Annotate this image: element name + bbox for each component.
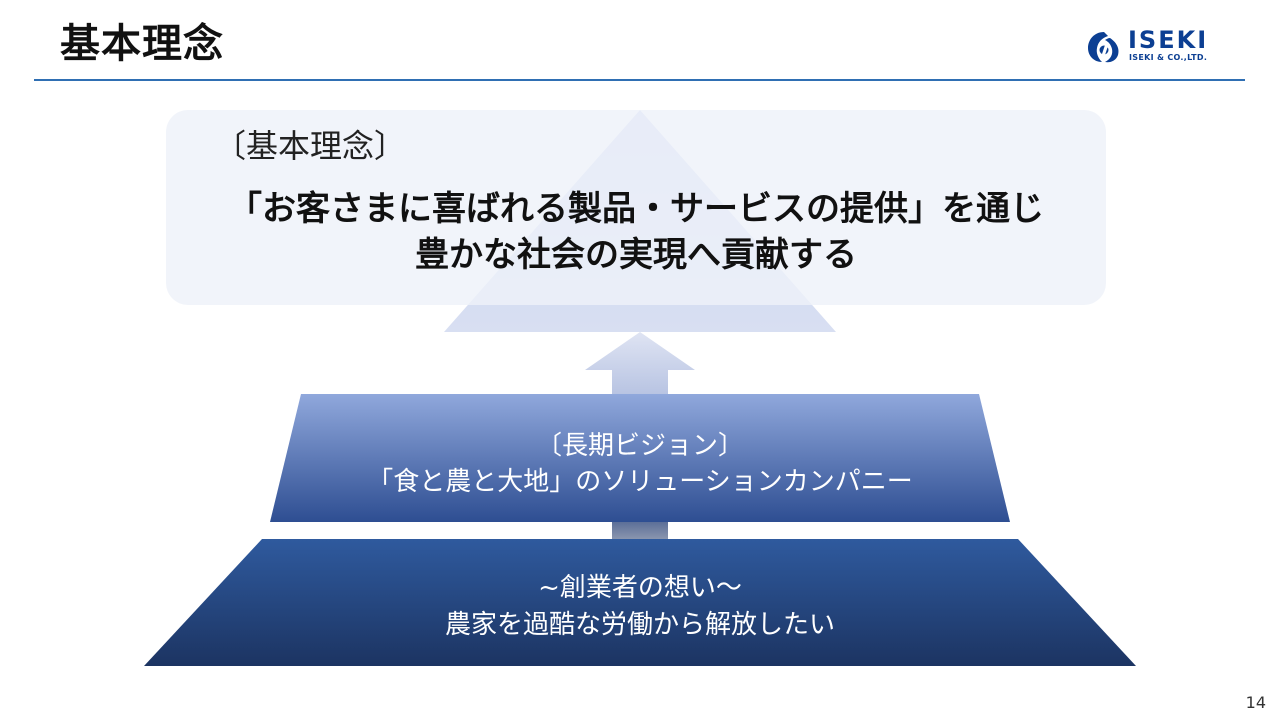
philosophy-statement-line-2: 豊かな社会の実現へ貢献する [415,235,857,275]
vision-tier [270,394,1010,522]
philosophy-callout-box [166,110,1106,305]
logo-wordmark: ISEKI [1128,26,1209,54]
upward-arrow-icon [585,332,695,396]
vision-statement: 「食と農と大地」のソリューションカンパニー [367,467,913,497]
founder-tier [144,539,1136,666]
page-title: 基本理念 [60,21,224,67]
philosophy-label: 〔基本理念〕 [214,127,407,165]
founder-label: ~創業者の想い～ [538,573,742,603]
company-logo: ISEKI ISEKI & CO.,LTD. [1086,26,1226,66]
founder-statement: 農家を過酷な労働から解放したい [444,610,835,640]
title-underline [34,79,1245,81]
iseki-logo-icon [1088,32,1119,63]
page-number: 14 [1245,693,1266,712]
logo-company-name: ISEKI & CO.,LTD. [1129,53,1208,62]
tier-connector [612,522,668,539]
philosophy-statement-line-1: 「お客さまに喜ばれる製品・サービスの提供」を通じ [228,189,1044,229]
vision-label: 〔長期ビジョン〕 [535,431,744,461]
